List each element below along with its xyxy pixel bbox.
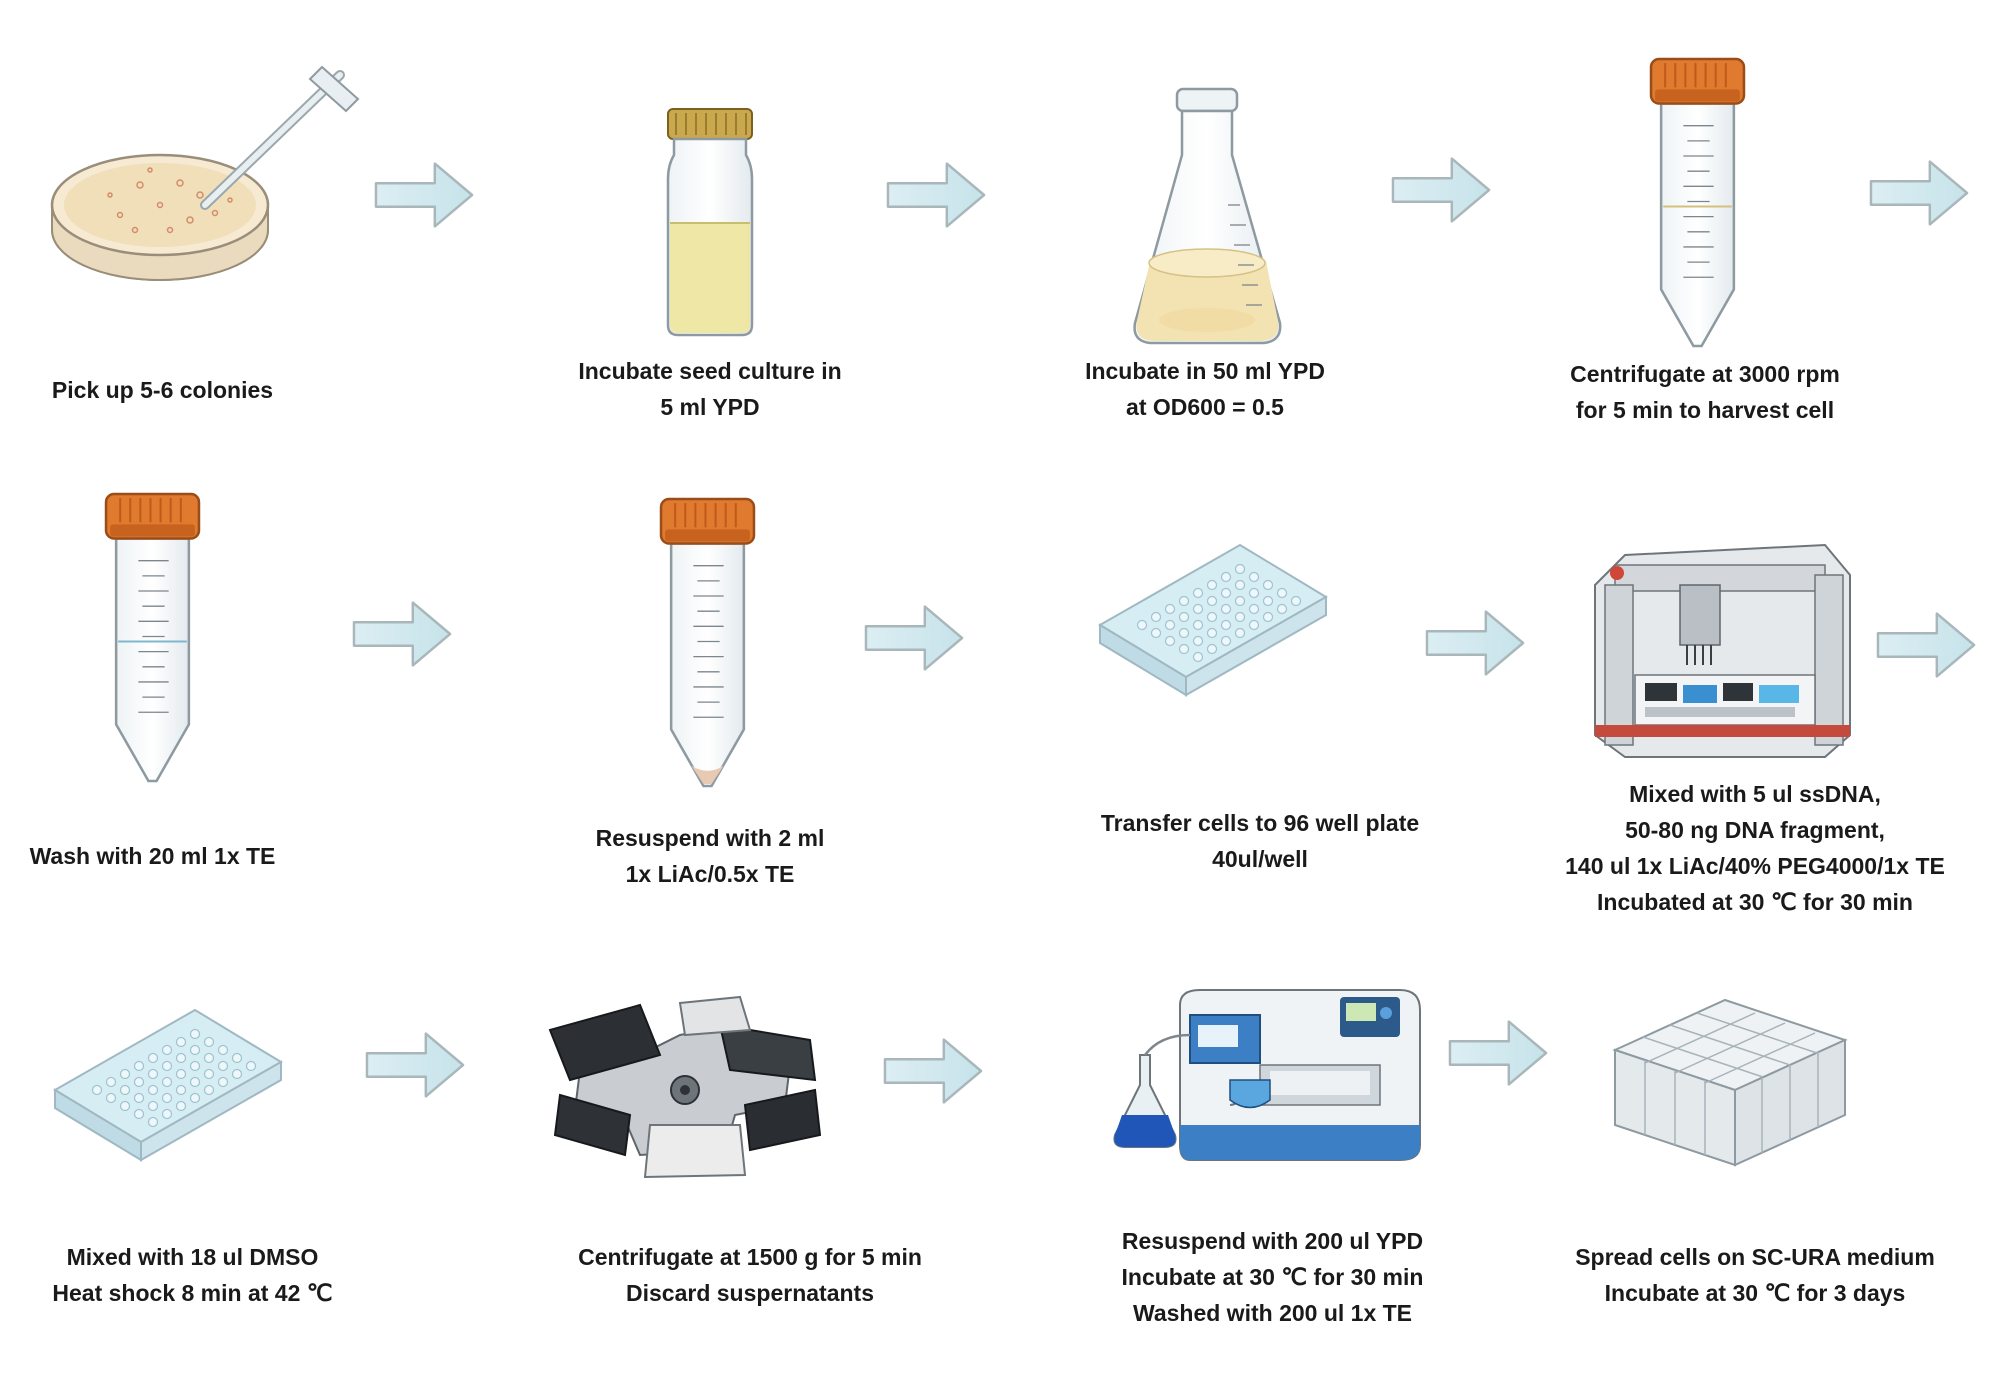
arrow-right-icon — [1425, 607, 1527, 679]
arrow-right-icon — [352, 598, 454, 670]
deep-well-plate-icon — [1605, 980, 1855, 1170]
petri-dish-icon — [40, 55, 370, 295]
arrow-right-icon — [864, 602, 966, 674]
step-8-label: Mixed with 5 ul ssDNA,50-80 ng DNA fragm… — [1565, 781, 1945, 915]
erlenmeyer-flask-icon — [1130, 85, 1285, 350]
step-1-label: Pick up 5-6 colonies — [51, 377, 274, 403]
culture-vial-icon — [660, 105, 760, 340]
arrow-right-icon — [886, 159, 988, 231]
well-plate-icon — [45, 1000, 290, 1170]
centrifuge-tube-yellow-icon — [1645, 55, 1750, 350]
arrow-right-icon — [1869, 157, 1971, 229]
arrow-right-icon — [374, 159, 476, 231]
arrow-right-icon — [1876, 609, 1978, 681]
arrow-right-icon — [1391, 154, 1493, 226]
liquid-handler-robot-icon — [1585, 525, 1860, 765]
well-plate-icon — [1090, 535, 1335, 705]
step-5-label: Wash with 20 ml 1x TE — [29, 843, 276, 869]
centrifuge-tube-pellet-icon — [655, 495, 760, 790]
plate-centrifuge-rotor-icon — [530, 985, 835, 1185]
arrow-right-icon — [1448, 1017, 1550, 1089]
plate-washer-icon — [1100, 975, 1425, 1175]
arrow-right-icon — [883, 1035, 985, 1107]
centrifuge-tube-blue-icon — [100, 490, 205, 785]
arrow-right-icon — [365, 1029, 467, 1101]
